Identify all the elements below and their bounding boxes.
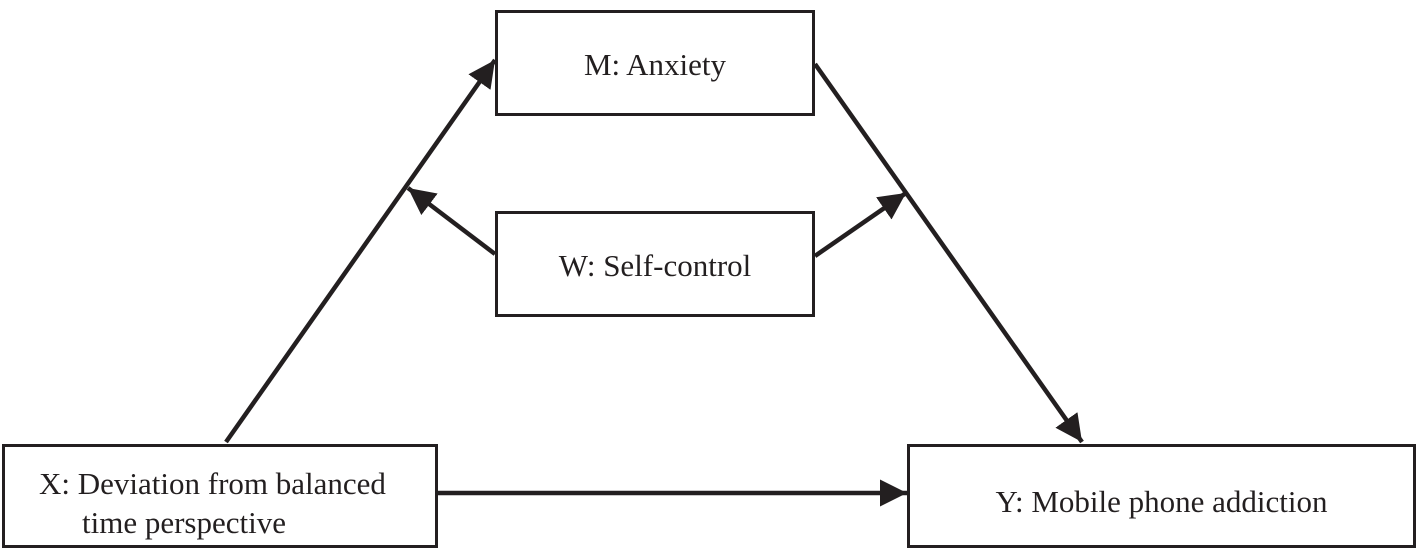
outcome-label: Y: Mobile phone addiction: [995, 484, 1328, 519]
moderator-label: W: Self-control: [558, 248, 752, 283]
arrow-w-to-a-path: [406, 186, 497, 256]
predictor-label-line2: time perspective: [82, 505, 286, 540]
predictor-label-line1: X: Deviation from balanced: [39, 466, 386, 501]
mediator-box: M: Anxiety: [495, 10, 815, 116]
arrow-x-to-m: [224, 58, 497, 444]
outcome-box: Y: Mobile phone addiction: [907, 444, 1416, 548]
arrow-w-to-b-path: [813, 191, 908, 258]
mediator-label: M: Anxiety: [583, 47, 727, 82]
predictor-box: X: Deviation from balanced time perspect…: [2, 444, 438, 548]
arrow-m-to-y: [813, 62, 1084, 444]
moderator-box: W: Self-control: [495, 211, 815, 317]
